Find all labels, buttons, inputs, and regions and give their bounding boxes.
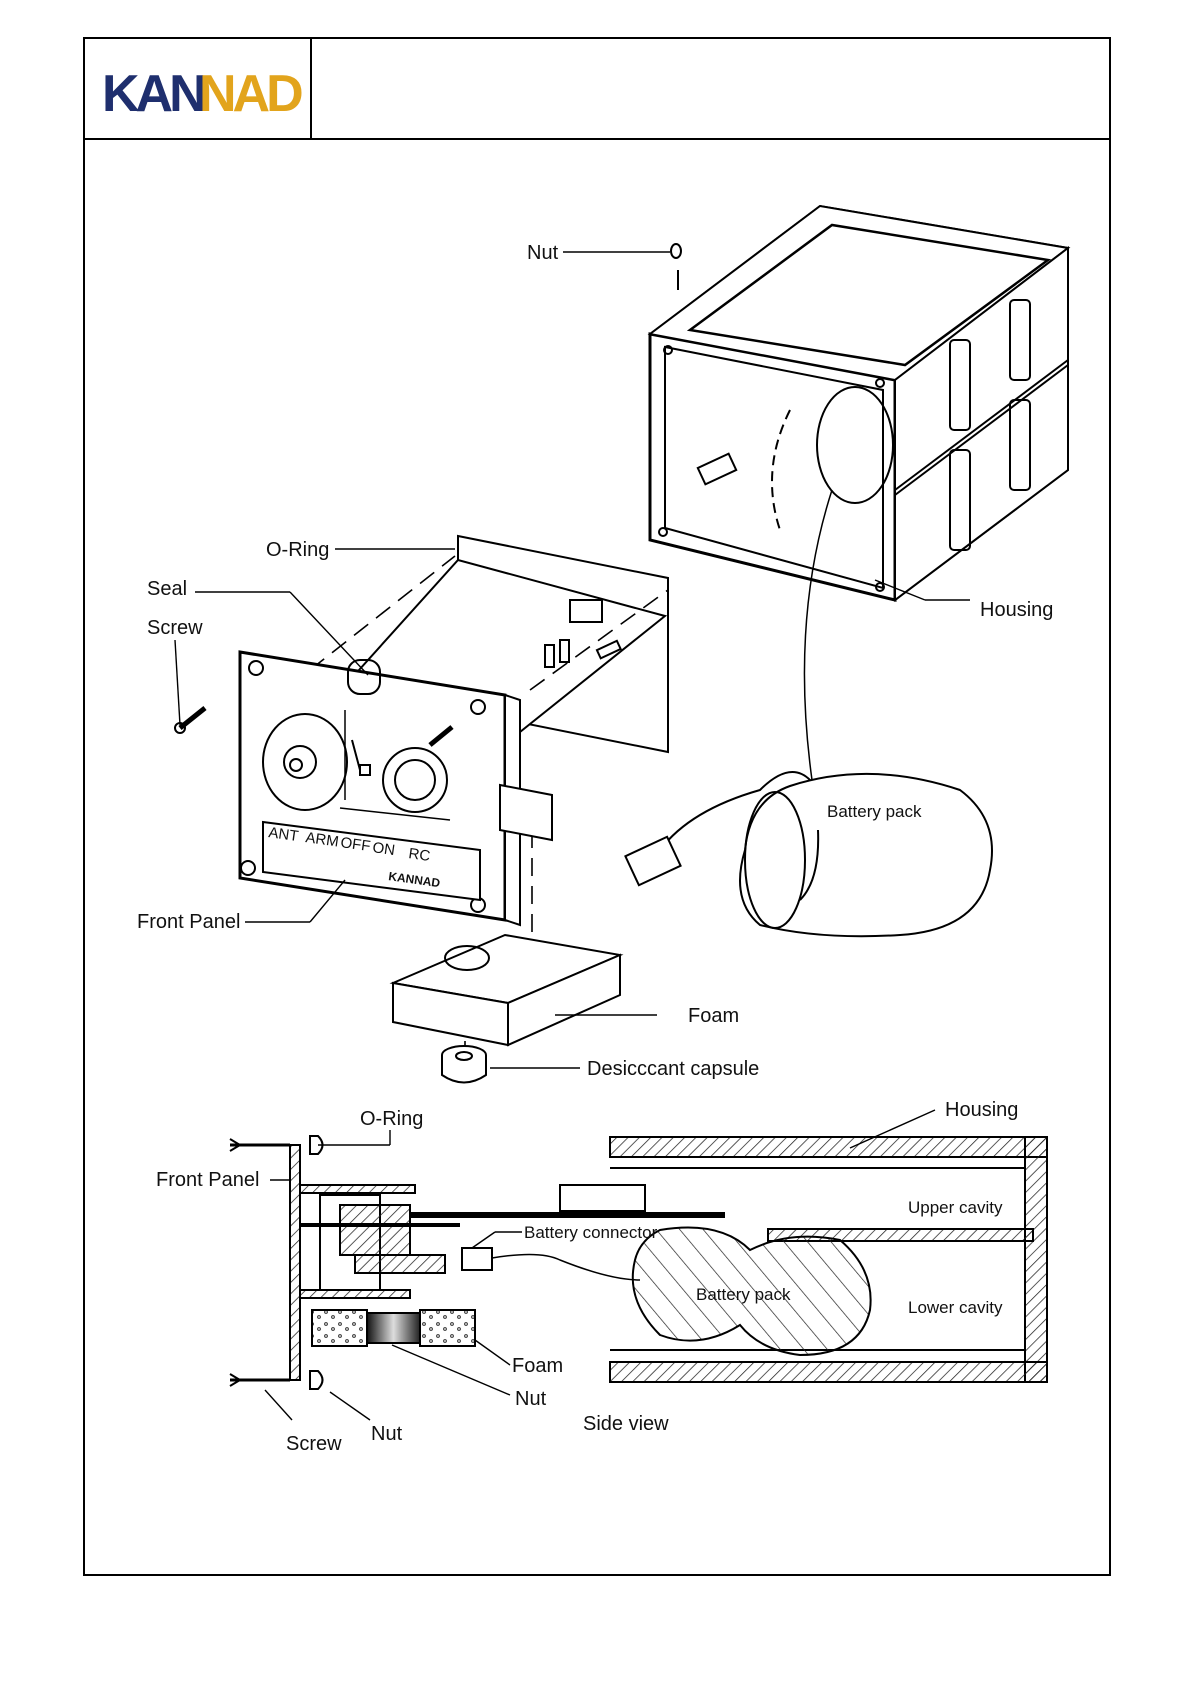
side-pcb-component <box>560 1185 645 1211</box>
label-nut: Nut <box>527 242 559 264</box>
side-label-upper-cavity: Upper cavity <box>908 1198 1003 1217</box>
desiccant-capsule-drawing <box>442 1046 486 1083</box>
side-battery-connector-drawing <box>462 1248 492 1270</box>
battery-pack-drawing <box>625 772 992 936</box>
panel-mark-on: ON <box>371 839 396 859</box>
exploded-view <box>175 206 1068 1083</box>
label-battery-pack: Battery pack <box>827 802 922 821</box>
panel-mark-rc: RC <box>407 845 431 865</box>
side-desiccant-capsule <box>367 1313 420 1343</box>
label-desiccant-capsule: Desicccant capsule <box>587 1058 759 1080</box>
side-foam-right <box>420 1310 475 1346</box>
logo-text-left: KAN <box>102 65 204 123</box>
label-housing: Housing <box>980 599 1053 621</box>
side-label-nut-1: Nut <box>515 1388 547 1410</box>
label-o-ring: O-Ring <box>266 539 329 561</box>
side-view <box>230 1110 1047 1420</box>
side-view-caption: Side view <box>583 1413 669 1435</box>
nut-top-drawing <box>671 244 681 290</box>
side-label-nut-2: Nut <box>371 1423 403 1445</box>
side-label-battery-pack: Battery pack <box>696 1285 791 1304</box>
side-foam-left <box>312 1310 367 1346</box>
housing-drawing <box>650 206 1068 600</box>
front-panel-drawing <box>240 652 520 925</box>
side-label-o-ring: O-Ring <box>360 1108 423 1130</box>
side-label-foam: Foam <box>512 1355 563 1377</box>
kannad-logo: KAN NAD <box>102 65 302 123</box>
side-label-lower-cavity: Lower cavity <box>908 1298 1003 1317</box>
label-seal: Seal <box>147 578 187 600</box>
label-foam: Foam <box>688 1005 739 1027</box>
logo-text-right: NAD <box>199 65 302 123</box>
side-label-battery-connector: Battery connector <box>524 1223 658 1242</box>
side-label-screw: Screw <box>286 1433 342 1455</box>
side-label-housing: Housing <box>945 1099 1018 1121</box>
side-label-front-panel: Front Panel <box>156 1169 259 1191</box>
foam-drawing <box>393 935 620 1045</box>
label-front-panel: Front Panel <box>137 911 240 933</box>
label-screw: Screw <box>147 617 203 639</box>
